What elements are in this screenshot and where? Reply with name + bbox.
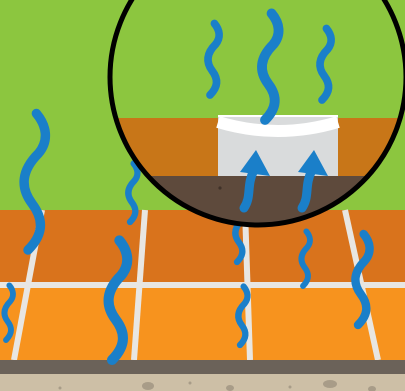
tiled-floor: [0, 210, 405, 360]
inset-wall: [100, 0, 405, 118]
floor-front-band: [0, 285, 405, 360]
floor-back-band: [0, 210, 405, 285]
baseboard: [0, 360, 405, 374]
